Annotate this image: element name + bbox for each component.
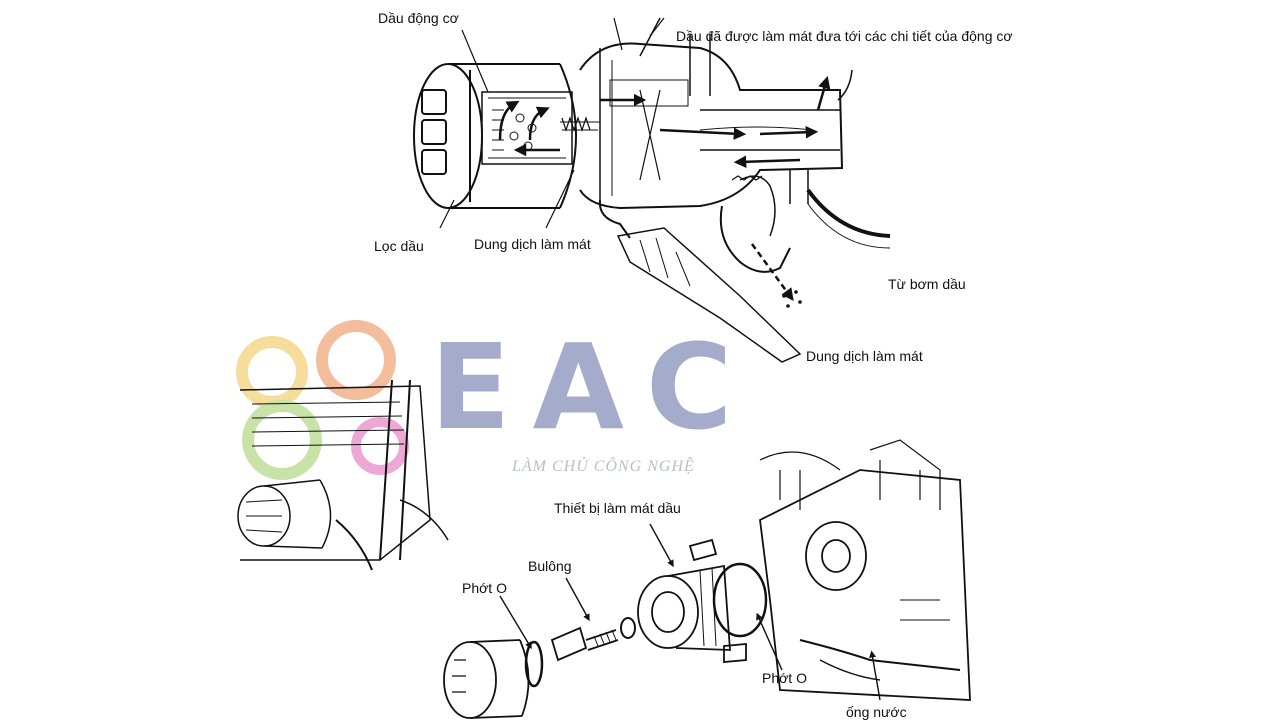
oil-cooler-drawing bbox=[637, 538, 768, 663]
bolt-drawing bbox=[550, 617, 636, 662]
exploded-parts bbox=[443, 439, 971, 719]
label-o-ring-left: Phớt O bbox=[462, 580, 507, 596]
engine-side-view bbox=[237, 379, 449, 571]
label-bolt: Bulông bbox=[528, 558, 572, 574]
label-coolant-outer: Dung dịch làm mát bbox=[806, 348, 923, 364]
coolant-tube-drawing bbox=[598, 199, 802, 363]
watermark-logo-text: EAC bbox=[430, 318, 755, 456]
hose-drawing bbox=[719, 170, 891, 273]
label-o-ring-right: Phớt O bbox=[762, 670, 807, 686]
label-engine-oil: Dầu động cơ bbox=[378, 10, 459, 26]
label-water-pipe: ống nước bbox=[846, 704, 907, 720]
coolant-drips bbox=[782, 290, 802, 308]
engine-block-drawing bbox=[759, 439, 971, 701]
flow-arrows bbox=[498, 75, 831, 302]
label-coolant-inner: Dung dịch làm mát bbox=[474, 236, 591, 252]
oil-filter-small-drawing bbox=[443, 639, 544, 719]
label-oil-filter: Lọc dầu bbox=[374, 238, 424, 254]
label-cooled-oil: Dầu đã được làm mát đưa tới các chi tiết… bbox=[676, 28, 1013, 44]
top-cutaway-assembly bbox=[413, 17, 891, 363]
leader-lines-top bbox=[439, 17, 665, 229]
watermark-tagline: LÀM CHỦ CÔNG NGHỆ bbox=[512, 458, 695, 475]
eac-watermark: EAC LÀM CHỦ CÔNG NGHỆ bbox=[430, 318, 810, 475]
oil-filter-drawing bbox=[413, 63, 577, 209]
label-from-oil-pump: Từ bơm dầu bbox=[888, 276, 966, 292]
leader-lines-bottom bbox=[499, 523, 881, 701]
label-oil-cooler: Thiết bị làm mát dầu bbox=[554, 500, 681, 516]
eac-logo-icon bbox=[236, 320, 409, 480]
